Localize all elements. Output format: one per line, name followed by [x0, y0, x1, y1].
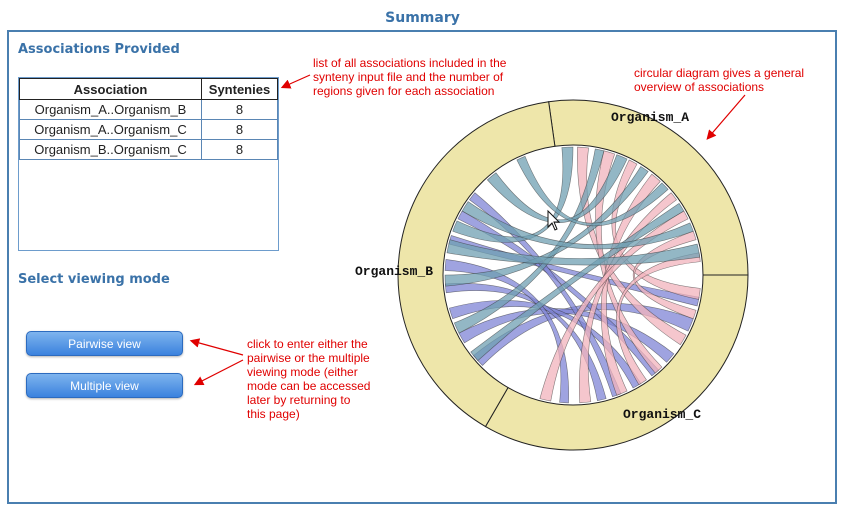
- ribbon-a-b[interactable]: [444, 166, 649, 287]
- organism-c-label: Organism_C: [623, 407, 701, 422]
- organism-a-label: Organism_A: [611, 110, 689, 125]
- association-cell: Organism_A..Organism_B: [19, 99, 202, 120]
- table-row[interactable]: Organism_B..Organism_C 8: [19, 139, 278, 160]
- cursor-icon: [547, 209, 561, 231]
- page-title: Summary: [385, 10, 460, 26]
- association-ribbons: [444, 146, 701, 404]
- pairwise-arrow: [189, 338, 244, 356]
- ribbon-a-c[interactable]: [616, 252, 701, 386]
- table-header-row: Association Syntenies: [19, 78, 278, 100]
- ribbon-a-c[interactable]: [633, 230, 697, 320]
- pairwise-view-button[interactable]: Pairwise view: [26, 331, 183, 356]
- ribbon-a-c[interactable]: [600, 173, 661, 396]
- summary-panel: [7, 30, 837, 504]
- ribbon-a-b[interactable]: [516, 155, 669, 227]
- associations-heading: Associations Provided: [18, 42, 180, 57]
- ribbon-a-c[interactable]: [539, 210, 689, 402]
- organism-b-label: Organism_B: [355, 264, 433, 279]
- multiple-arrow: [193, 359, 244, 386]
- ribbon-a-c[interactable]: [595, 150, 663, 374]
- buttons-annotation: click to enter either the pairwise or th…: [247, 337, 371, 421]
- ribbon-b-c[interactable]: [444, 259, 569, 404]
- organism-ring: [397, 99, 749, 451]
- organism-c-sector[interactable]: [484, 274, 749, 451]
- association-cell: Organism_B..Organism_C: [19, 139, 202, 160]
- organism-b-sector[interactable]: [397, 101, 556, 428]
- table-row[interactable]: Organism_A..Organism_B 8: [19, 99, 278, 120]
- ribbon-a-b[interactable]: [461, 201, 694, 250]
- ribbon-a-b[interactable]: [452, 146, 574, 243]
- associations-table: Association Syntenies Organism_A..Organi…: [19, 78, 278, 160]
- table-arrow: [280, 74, 311, 89]
- syntenies-cell: 8: [201, 139, 278, 160]
- multiple-view-button[interactable]: Multiple view: [26, 373, 183, 398]
- viewing-mode-heading: Select viewing mode: [18, 272, 170, 287]
- ribbon-a-b[interactable]: [486, 154, 628, 223]
- diagram-annotation: circular diagram gives a general overvie…: [634, 66, 805, 94]
- diagram-arrow: [706, 94, 746, 140]
- ribbon-a-c[interactable]: [578, 192, 677, 404]
- table-annotation: list of all associations included in the…: [313, 56, 507, 98]
- column-header-syntenies: Syntenies: [201, 78, 278, 100]
- associations-table-container: Association Syntenies Organism_A..Organi…: [18, 77, 279, 251]
- ribbon-a-b[interactable]: [446, 239, 701, 266]
